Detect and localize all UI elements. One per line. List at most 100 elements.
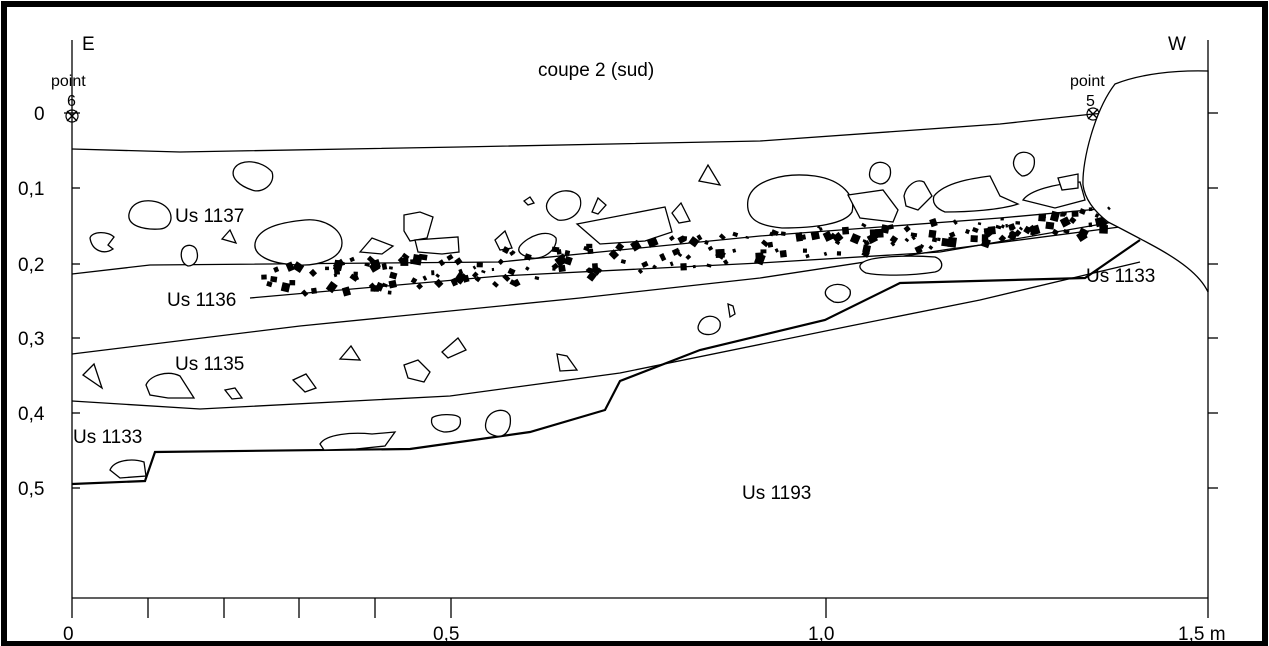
- chip: [931, 237, 938, 243]
- chip: [422, 275, 428, 281]
- chip: [525, 266, 530, 271]
- chip: [474, 276, 481, 283]
- stone: [1057, 173, 1079, 191]
- us1135-base-line: [71, 261, 1141, 410]
- stone: [727, 302, 736, 319]
- chip: [1060, 217, 1070, 227]
- chip: [289, 280, 296, 286]
- chip: [388, 266, 393, 270]
- chip: [1045, 221, 1055, 230]
- chip: [416, 282, 424, 290]
- stone: [414, 236, 460, 255]
- chip: [861, 222, 867, 228]
- chip: [889, 235, 899, 244]
- depth-label-0-2: 0,2: [18, 255, 44, 276]
- chip: [564, 249, 571, 256]
- survey-point-6: point 6: [51, 73, 86, 123]
- chip: [862, 248, 870, 256]
- cut-line-us1193: [71, 239, 1141, 486]
- chip: [450, 277, 459, 287]
- stone: [522, 196, 536, 206]
- stone: [220, 228, 238, 245]
- label-us1133-right: Us 1133: [1086, 266, 1155, 287]
- chip: [558, 264, 566, 273]
- chip: [822, 230, 834, 242]
- chip: [333, 273, 338, 278]
- chip: [755, 252, 764, 261]
- chip: [715, 248, 725, 258]
- stone: [518, 232, 557, 259]
- orientation-east: E: [82, 34, 95, 55]
- chip: [919, 243, 925, 249]
- chip: [476, 262, 483, 268]
- chip: [1060, 213, 1065, 217]
- chip: [381, 263, 388, 270]
- chip: [481, 269, 486, 274]
- chip: [928, 245, 934, 250]
- chip: [810, 231, 821, 241]
- chip: [831, 231, 844, 244]
- chip: [325, 266, 329, 271]
- chip: [910, 232, 918, 238]
- chip: [597, 267, 603, 273]
- chip: [659, 253, 667, 262]
- chip: [389, 271, 398, 280]
- label-us1137: Us 1137: [175, 206, 244, 227]
- label-us1193: Us 1193: [742, 483, 811, 504]
- chip: [760, 239, 770, 248]
- chip: [1063, 229, 1070, 235]
- chip: [332, 259, 344, 272]
- chip: [732, 248, 737, 253]
- chip: [805, 253, 810, 259]
- stone: [338, 344, 362, 361]
- point-6-number: 6: [67, 93, 76, 110]
- chip: [767, 241, 774, 248]
- right-ticks: [1208, 112, 1218, 489]
- chip: [1038, 213, 1047, 222]
- chip: [587, 267, 594, 274]
- chip: [964, 228, 971, 235]
- chip: [706, 263, 712, 268]
- chip: [1030, 231, 1035, 236]
- stone: [697, 163, 722, 186]
- chip: [364, 262, 370, 267]
- chip: [1107, 206, 1111, 211]
- chip: [368, 282, 378, 292]
- chip: [308, 268, 318, 278]
- point-6-marker: [65, 109, 79, 123]
- chip: [704, 239, 709, 245]
- stone: [358, 237, 395, 255]
- chip: [911, 235, 916, 241]
- chip: [769, 231, 774, 237]
- chip: [862, 239, 867, 243]
- chip: [774, 248, 779, 253]
- chip: [491, 267, 495, 272]
- chip: [696, 234, 703, 241]
- chip: [995, 224, 1002, 230]
- chip: [637, 268, 644, 274]
- chip: [652, 264, 657, 270]
- bottom-ticks: [71, 598, 1209, 618]
- us1136-chip-cluster: [261, 206, 1111, 297]
- chip: [977, 222, 982, 226]
- chip: [980, 237, 991, 249]
- chip: [509, 251, 514, 257]
- chip: [556, 249, 562, 255]
- point-5-number: 5: [1086, 93, 1095, 110]
- chip: [587, 248, 594, 255]
- chip: [292, 261, 305, 273]
- chip: [462, 274, 470, 283]
- chip: [1015, 221, 1021, 225]
- chip: [1027, 224, 1038, 235]
- chip: [454, 257, 463, 266]
- point-6-label: point: [51, 73, 86, 90]
- chip: [261, 274, 267, 280]
- chip: [1000, 217, 1004, 221]
- chip: [492, 280, 499, 288]
- stone: [747, 174, 854, 229]
- stone: [180, 244, 199, 267]
- stone: [859, 255, 943, 276]
- stone: [319, 431, 397, 451]
